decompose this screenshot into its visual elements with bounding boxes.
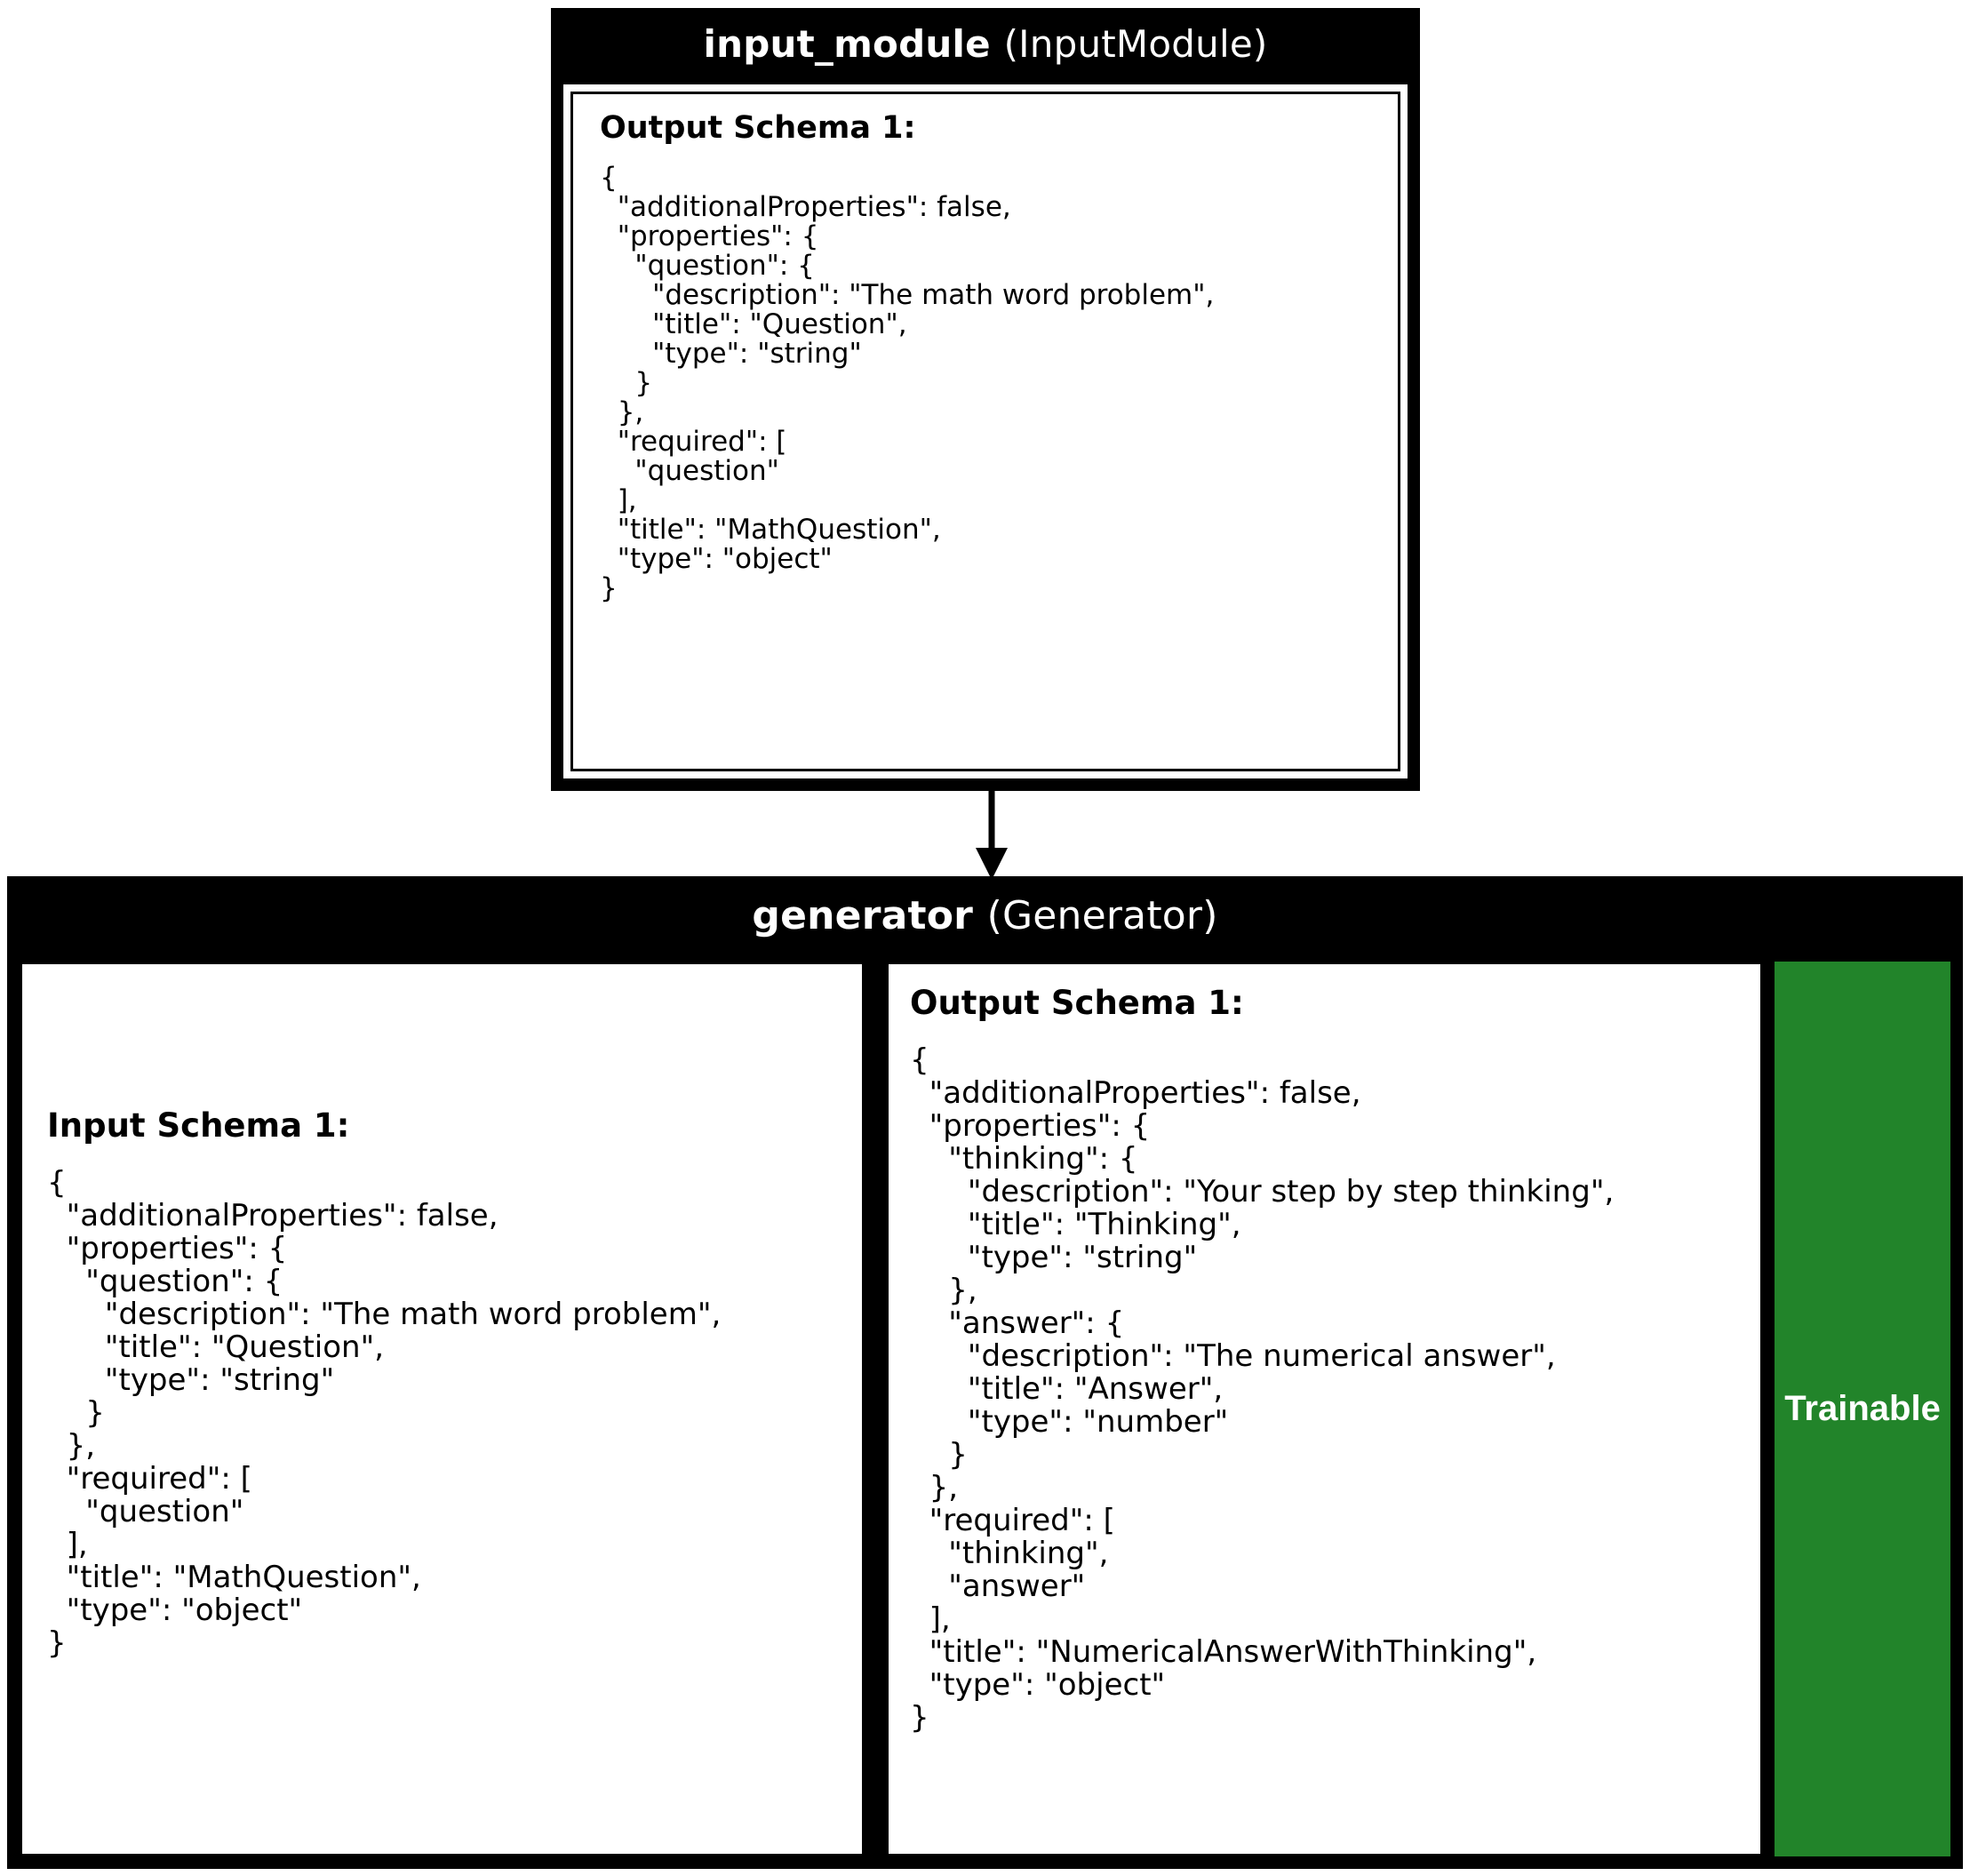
input-module-output-schema-title: Output Schema 1:	[600, 110, 916, 146]
generator-output-schema-title: Output Schema 1:	[910, 984, 1244, 1022]
trainable-badge: Trainable	[1775, 962, 1950, 1856]
generator-input-schema-json: { "additionalProperties": false, "proper…	[47, 1165, 722, 1661]
generator-name: generator	[752, 893, 974, 938]
input-module-type: (InputModule)	[1003, 22, 1268, 66]
generator-input-schema-panel: Input Schema 1: { "additionalProperties"…	[20, 962, 865, 1856]
input-module-output-schema-panel: Output Schema 1: { "additionalProperties…	[570, 92, 1400, 771]
generator-body: Input Schema 1: { "additionalProperties"…	[20, 962, 1950, 1856]
generator-output-schema-panel: Output Schema 1: { "additionalProperties…	[886, 962, 1763, 1856]
generator-input-schema-title: Input Schema 1:	[47, 1106, 350, 1145]
input-module-panel-wrapper: Output Schema 1: { "additionalProperties…	[563, 84, 1408, 778]
input-module-header: input_module (InputModule)	[551, 8, 1420, 81]
input-module-node: input_module (InputModule) Output Schema…	[551, 8, 1420, 791]
input-module-name: input_module	[703, 22, 991, 66]
input-module-output-schema-json: { "additionalProperties": false, "proper…	[600, 162, 1215, 604]
generator-output-schema-json: { "additionalProperties": false, "proper…	[910, 1042, 1615, 1736]
generator-header: generator (Generator)	[7, 876, 1963, 956]
trainable-badge-label: Trainable	[1784, 1389, 1941, 1428]
generator-node: generator (Generator) Input Schema 1: { …	[7, 876, 1963, 1869]
generator-type: (Generator)	[986, 893, 1218, 938]
connector-arrow	[976, 791, 1008, 880]
